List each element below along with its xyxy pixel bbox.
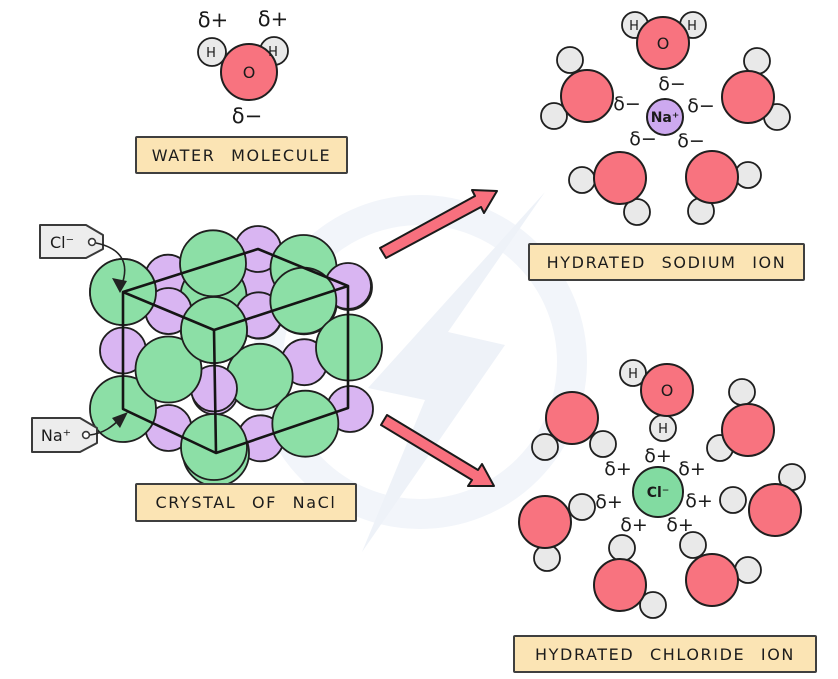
hydrogen-atom [679, 531, 707, 559]
hydrogen-atom [568, 493, 596, 521]
arrow-to-chloride-ion [380, 414, 495, 487]
delta-plus-label: δ+ [644, 445, 672, 467]
hydrogen-atom [540, 102, 568, 130]
oxygen-label: O [243, 63, 256, 82]
oxygen-atom [518, 495, 572, 549]
water-molecule-caption: WATER MOLECULE [135, 136, 348, 174]
sodium-tag-shape [31, 417, 98, 453]
delta-minus-label: δ− [658, 73, 686, 95]
oxygen-atom [593, 558, 647, 612]
water-molecule-figure: H H O δ+ δ+ δ− [198, 7, 288, 128]
delta-minus-label: δ− [677, 130, 705, 152]
hydrated-sodium-ion-caption: HYDRATED SODIUM ION [528, 243, 805, 281]
chloride-tag: Cl⁻ [39, 224, 127, 293]
delta-minus-label: δ− [232, 104, 262, 128]
chloride-tag-label: Cl⁻ [50, 233, 74, 252]
chloride-ion-label: Cl⁻ [647, 485, 669, 501]
oxygen-atom [545, 391, 599, 445]
chloride-tag-hole [87, 237, 97, 247]
delta-plus-label: δ+ [620, 514, 648, 536]
arrow-to-sodium-ion [379, 189, 498, 259]
crystal-chloride-sphere [180, 413, 248, 481]
chloride-tag-arrowhead-icon [112, 278, 127, 293]
oxygen-label: O [657, 34, 670, 53]
crystal-caption: CRYSTAL OF NaCl [135, 483, 357, 522]
delta-plus-label: δ+ [604, 458, 632, 480]
hydrogen-atom [556, 46, 584, 74]
hydrogen-atom [719, 486, 747, 514]
hydrogen-label: H [687, 19, 697, 34]
oxygen-atom [685, 553, 739, 607]
watermark-lightning-icon [362, 192, 545, 552]
hydrogen-atom [639, 591, 667, 619]
oxygen-atom [721, 403, 775, 457]
hydrogen-label: H [628, 367, 638, 382]
chloride-ion [632, 466, 684, 518]
hydrogen-atom [197, 37, 227, 67]
hydrogen-atom [531, 433, 559, 461]
chloride-tag-shape [39, 224, 104, 259]
water-molecules [197, 11, 806, 619]
hydrated-sodium-ion-figure: Na⁺ H H O δ− δ− δ− δ− δ− [613, 19, 715, 152]
hydrogen-atom [623, 198, 651, 226]
crystal-wireframe [121, 247, 350, 455]
sodium-tag-arrowhead-icon [112, 412, 128, 428]
hydrogen-label: H [268, 45, 278, 60]
oxygen-atom [220, 43, 278, 101]
sodium-tag-hole [81, 430, 91, 440]
oxygen-label: O [661, 381, 674, 400]
oxygen-atom [636, 16, 690, 70]
hydrogen-atom [608, 534, 636, 562]
delta-plus-label: δ+ [595, 491, 623, 513]
oxygen-atom [560, 69, 614, 123]
hydrogen-atom [619, 359, 647, 387]
hydrogen-label: H [658, 422, 668, 437]
delta-plus-label: δ+ [685, 490, 713, 512]
oxygen-atom [640, 363, 694, 417]
hydrogen-atom [568, 166, 596, 194]
oxygen-atom [721, 70, 775, 124]
delta-minus-label: δ− [613, 93, 641, 115]
delta-plus-label: δ+ [666, 514, 694, 536]
crystal-chloride-sphere [134, 335, 203, 404]
sodium-tag: Na⁺ [31, 412, 128, 453]
oxygen-atom [685, 150, 739, 204]
delta-plus-label: δ+ [258, 7, 288, 31]
delta-minus-label: δ− [687, 95, 715, 117]
hydrogen-atom [589, 430, 617, 458]
oxygen-atom [748, 483, 802, 537]
delta-plus-label: δ+ [678, 458, 706, 480]
delta-minus-label: δ− [629, 128, 657, 150]
sodium-ion-label: Na⁺ [651, 110, 680, 126]
delta-plus-label: δ+ [198, 8, 228, 32]
oxygen-atom [593, 151, 647, 205]
hydrogen-atom [728, 378, 756, 406]
hydrogen-label: H [629, 19, 639, 34]
hydrated-chloride-ion-caption: HYDRATED CHLORIDE ION [513, 635, 817, 673]
sodium-tag-label: Na⁺ [41, 426, 71, 445]
sodium-ion [646, 98, 684, 136]
hydrogen-label: H [206, 46, 216, 61]
hydrated-chloride-ion-figure: Cl⁻ H H O δ+ δ+ δ+ δ+ δ+ δ+ δ+ [595, 367, 713, 536]
